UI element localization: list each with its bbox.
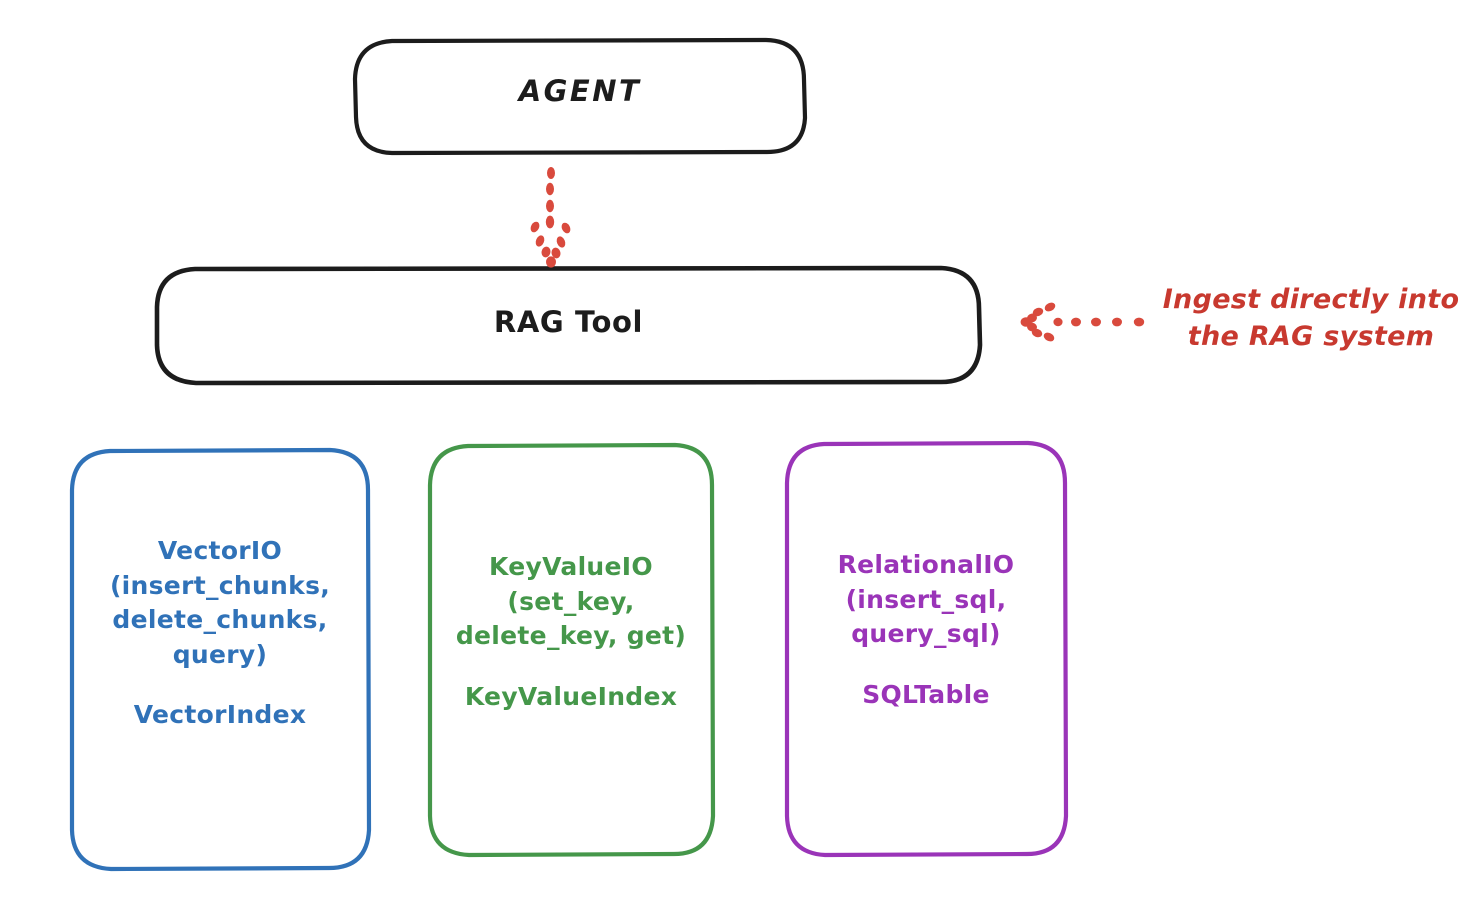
agent-box[interactable] [352,37,808,156]
vector-io-box[interactable] [69,447,372,872]
agent-to-rag-connector [530,167,571,268]
relational-io-box[interactable] [784,440,1069,858]
ingest-to-rag-connector [1020,302,1145,342]
rag-tool-box[interactable] [154,265,983,386]
key-value-io-box[interactable] [427,442,716,858]
